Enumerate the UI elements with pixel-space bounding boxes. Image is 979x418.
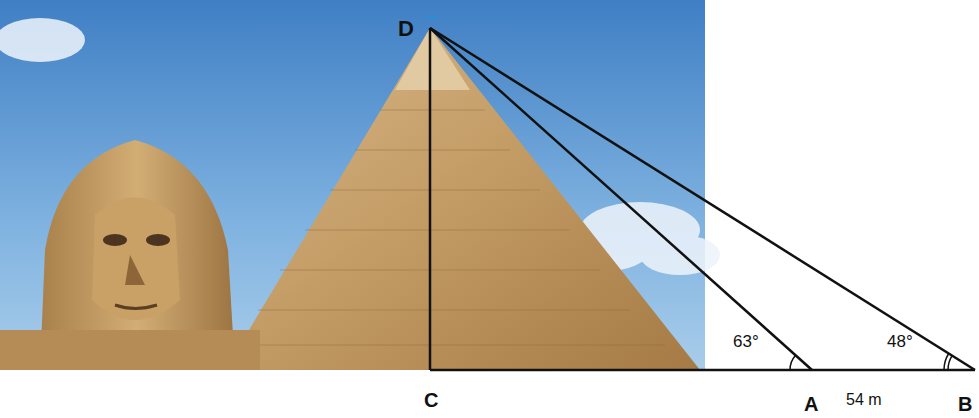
sky xyxy=(0,0,705,370)
pyramid xyxy=(225,28,700,370)
point-label: D xyxy=(398,18,414,40)
pyramid-courses xyxy=(240,110,665,345)
point-label: A xyxy=(804,394,818,414)
bird-marker xyxy=(424,14,440,20)
angle-arcs xyxy=(790,354,952,371)
geometry-lines xyxy=(430,28,975,370)
point-label: B xyxy=(958,394,972,414)
sphinx xyxy=(0,140,260,370)
dimension-label: 54 m xyxy=(846,392,882,408)
angle-label: 63° xyxy=(733,333,759,350)
point-label: C xyxy=(424,390,438,410)
angle-label: 48° xyxy=(887,333,913,350)
